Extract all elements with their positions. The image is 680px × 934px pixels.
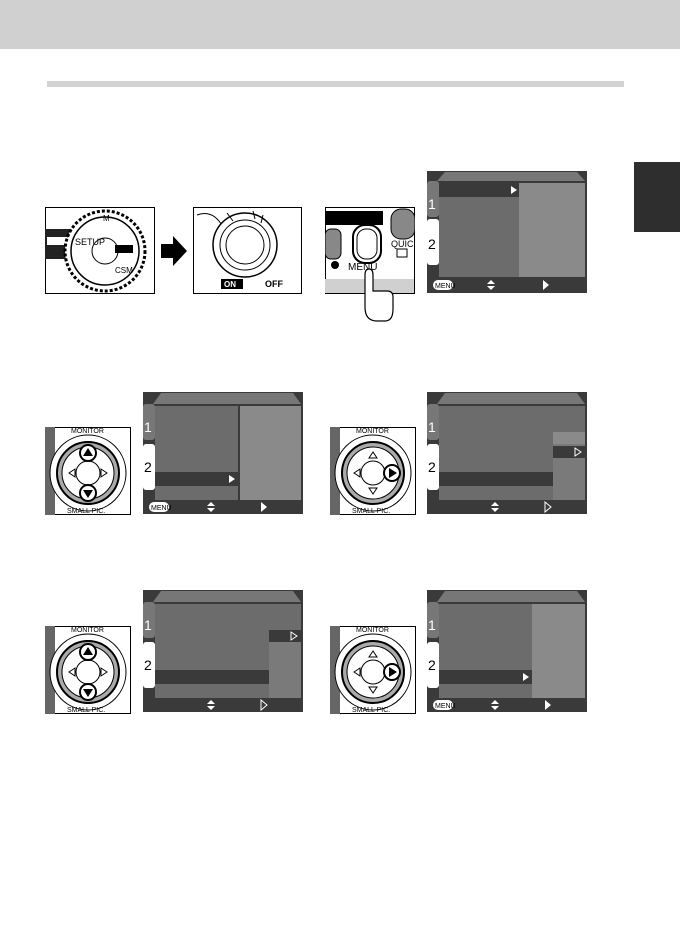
menu-button-label: MENU: [348, 262, 377, 273]
svg-text:M: M: [103, 214, 110, 223]
power-on-label: ON: [224, 280, 236, 289]
svg-text:CSM: CSM: [115, 266, 133, 275]
step-arrow-icon: [161, 236, 187, 266]
power-switch-illustration: ON OFF: [193, 207, 302, 294]
svg-text:2: 2: [144, 459, 152, 475]
power-off-label: OFF: [265, 279, 283, 289]
svg-text:2: 2: [144, 657, 152, 673]
top-header-bar: [0, 0, 680, 49]
multi-selector-up-down-illustration: MONITOR SMALL PIC.: [45, 427, 131, 515]
svg-text:SMALL PIC.: SMALL PIC.: [352, 508, 390, 515]
svg-text:MONITOR: MONITOR: [71, 428, 104, 435]
svg-text:1: 1: [428, 196, 436, 212]
menu-screen-step5: 1 2 MENU: [427, 590, 587, 712]
menu-button-illustration: MENU QUIC: [325, 207, 415, 322]
svg-text:MENU: MENU: [435, 703, 456, 710]
menu-screen-step3: 1 2: [427, 392, 587, 514]
svg-text:MONITOR: MONITOR: [71, 627, 104, 634]
menu-screen-step1: 1 2 MENU: [427, 171, 587, 293]
menu-screen-step2: 1 2 MENU: [143, 392, 303, 514]
svg-text:1: 1: [428, 419, 436, 435]
svg-text:1: 1: [428, 617, 436, 633]
dial-setup-label: SETUP: [75, 237, 105, 247]
quick-button-label: QUIC: [391, 239, 414, 249]
svg-text:SMALL PIC.: SMALL PIC.: [67, 508, 105, 515]
svg-text:SMALL PIC.: SMALL PIC.: [67, 707, 105, 714]
svg-text:2: 2: [428, 657, 436, 673]
svg-text:MONITOR: MONITOR: [356, 627, 389, 634]
multi-selector-right-illustration-2: MONITOR SMALL PIC.: [330, 626, 416, 714]
svg-text:MENU: MENU: [151, 505, 172, 512]
multi-selector-up-down-illustration-2: MONITOR SMALL PIC.: [45, 626, 131, 714]
svg-text:SMALL PIC.: SMALL PIC.: [352, 707, 390, 714]
svg-text:1: 1: [144, 617, 152, 633]
menu-screen-step4: 1 2: [143, 590, 303, 712]
svg-text:1: 1: [144, 419, 152, 435]
chapter-side-tab: [634, 162, 680, 232]
multi-selector-right-illustration: MONITOR SMALL PIC.: [330, 427, 416, 515]
section-rule: [47, 81, 624, 87]
svg-text:MENU: MENU: [435, 283, 456, 290]
svg-text:2: 2: [428, 236, 436, 252]
svg-text:2: 2: [428, 459, 436, 475]
svg-text:MONITOR: MONITOR: [356, 428, 389, 435]
mode-dial-illustration: SETUP M CSM: [45, 207, 155, 294]
